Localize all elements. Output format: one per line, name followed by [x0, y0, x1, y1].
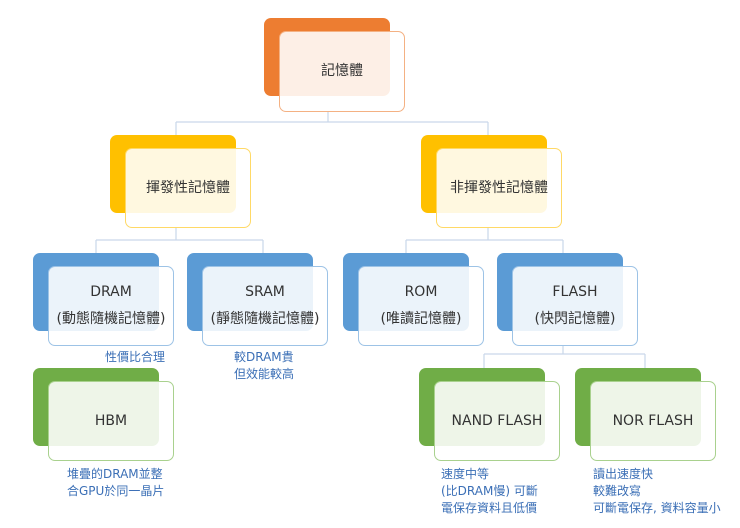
- node-sram-sub: (靜態隨機記憶體): [210, 311, 320, 327]
- node-flash-label: FLASH: [552, 284, 598, 301]
- node-dram-label: DRAM: [90, 284, 132, 301]
- note-nor: 讀出速度快 較難改寫 可斷電保存, 資料容量小: [593, 467, 721, 515]
- node-memory-label: 記憶體: [321, 63, 363, 80]
- node-volatile-label: 揮發性記憶體: [146, 179, 230, 196]
- connector-nonvolatile: [405, 228, 564, 266]
- connector-flash: [483, 345, 646, 380]
- connector-volatile: [95, 228, 264, 266]
- note-hbm: 堆疊的DRAM並整 合GPU於同一晶片: [67, 467, 165, 498]
- note-sram: 較DRAM貴 但效能較高: [234, 350, 295, 381]
- note-nand: 速度中等 (比DRAM慢) 可斷 電保存資料且低價: [441, 467, 538, 515]
- node-flash-sub: (快閃記憶體): [534, 311, 616, 327]
- node-hbm-label: HBM: [94, 412, 128, 429]
- note-dram: 性價比合理: [105, 350, 166, 364]
- node-nor-label: NOR FLASH: [612, 412, 694, 429]
- node-nonvolatile-label: 非揮發性記憶體: [450, 179, 548, 196]
- node-rom-sub: (唯讀記憶體): [380, 311, 462, 327]
- node-dram-sub: (動態隨機記憶體): [56, 311, 166, 327]
- node-sram-label: SRAM: [245, 284, 285, 301]
- connector-root: [175, 112, 489, 148]
- node-nand-label: NAND FLASH: [451, 412, 543, 429]
- node-rom-label: ROM: [404, 284, 438, 301]
